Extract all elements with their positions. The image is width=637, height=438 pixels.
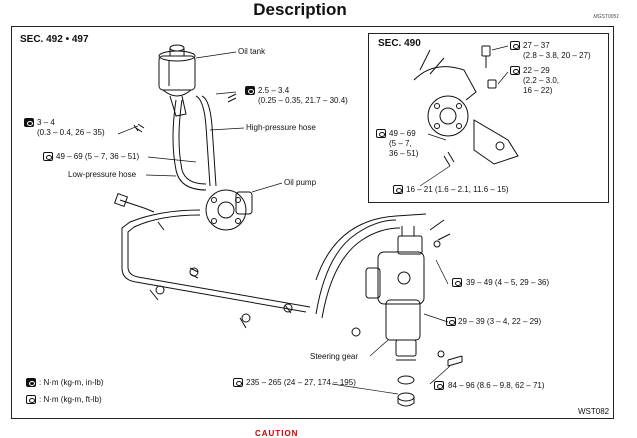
leader-lines [117, 51, 451, 395]
torque-in-lb-icon [24, 118, 34, 127]
page-title: Description [253, 0, 347, 19]
legend-ft-lb-icon [26, 395, 36, 404]
label-low-pressure-hose: Low-pressure hose [68, 170, 137, 179]
torque-ft-lb-icon [452, 278, 462, 287]
torque-spec-pump-mount-bolt: 16 – 21 (1.6 – 2.1, 11.6 – 15) [406, 185, 509, 194]
torque-spec-gear-fitting: 39 – 49 (4 – 5, 29 – 36) [466, 278, 550, 287]
document-code: MGST0051 [593, 14, 619, 20]
torque-ft-lb-icon [233, 378, 243, 387]
label-oil-pump: Oil pump [284, 178, 317, 187]
torque-spec-pump-pulley: 49 – 69 (5 – 7, 36 – 51) [389, 129, 419, 158]
torque-ft-lb-icon [393, 185, 403, 194]
inset-sec-490 [368, 33, 609, 203]
torque-ft-lb-icon [43, 152, 53, 161]
legend-in-lb: : N·m (kg-m, in-lb) [39, 378, 104, 387]
oil-tank-drawing [158, 44, 196, 97]
torque-spec-hose-fitting: 49 – 69 (5 – 7, 36 – 51) [56, 152, 140, 161]
torque-ft-lb-icon [434, 381, 444, 390]
torque-spec-clamp-bolt: 3 – 4 (0.3 – 0.4, 26 – 35) [37, 118, 105, 137]
legend-ft-lb: : N·m (kg-m, ft-lb) [39, 395, 102, 404]
steering-gear-drawing [365, 219, 451, 361]
diagram-frame [11, 26, 614, 419]
label-oil-tank: Oil tank [238, 47, 266, 56]
figure-id: WST082 [578, 407, 610, 416]
torque-ft-lb-icon [510, 41, 520, 50]
caution-heading: CAUTION [255, 429, 299, 438]
torque-in-lb-icon [245, 86, 255, 95]
section-label-main: SEC. 492 • 497 [20, 34, 89, 45]
torque-spec-oil-tank-bolt: 2.5 – 3.4 (0.25 – 0.35, 21.7 – 30.4) [258, 86, 348, 105]
torque-ft-lb-icon [376, 129, 386, 138]
torque-spec-gear-mount-bolt: 84 – 96 (8.6 – 9.8, 62 – 71) [448, 381, 545, 390]
torque-spec-pump-fitting: 22 – 29 (2.2 – 3.0, 16 – 22) [523, 66, 560, 95]
torque-ft-lb-icon [446, 317, 456, 326]
oil-pump-drawing [205, 189, 253, 231]
torque-ft-lb-icon [510, 66, 520, 75]
label-high-pressure-hose: High-pressure hose [246, 123, 316, 132]
torque-spec-gear-hose: 29 – 39 (3 – 4, 22 – 29) [458, 317, 542, 326]
torque-spec-pitman-nut: 235 – 265 (24 – 27, 174 – 195) [246, 378, 356, 387]
section-label-inset: SEC. 490 [378, 38, 421, 49]
legend-in-lb-icon [26, 378, 36, 387]
torque-spec-pump-bracket-bolt: 27 – 37 (2.8 – 3.8, 20 – 27) [523, 41, 591, 60]
label-steering-gear: Steering gear [310, 352, 359, 361]
